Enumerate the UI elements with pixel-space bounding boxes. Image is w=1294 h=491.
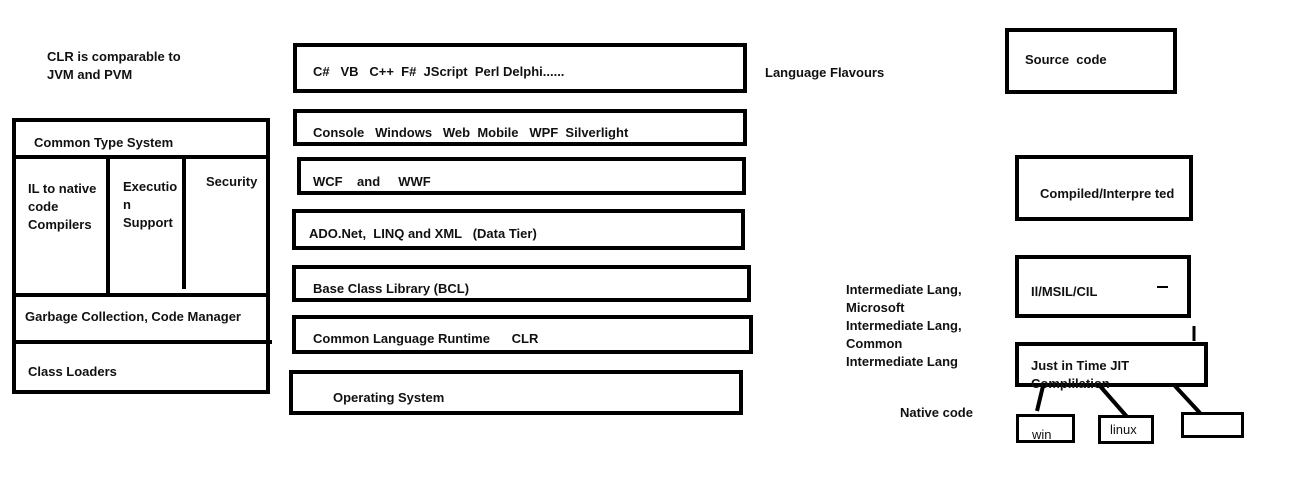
native-code-label: Native code: [900, 405, 973, 420]
layer-os-label: Operating System: [333, 390, 445, 405]
divider-loaders: [12, 340, 272, 344]
divider-cts: [12, 155, 268, 159]
il-label: Il/MSIL/CIL: [1031, 284, 1098, 299]
layer-languages-label: C# VB C++ F# JScript Perl Delphi......: [313, 64, 565, 79]
layer-app-types-label: Console Windows Web Mobile WPF Silverlig…: [313, 125, 629, 140]
layer-data-tier-label: ADO.Net, LINQ and XML (Data Tier): [309, 226, 537, 241]
layer-clr-label: Common Language Runtime CLR: [313, 331, 539, 346]
connector-win: [1035, 385, 1045, 412]
class-loaders-label: Class Loaders: [28, 364, 117, 379]
il-compilers-label: IL to native code Compilers: [28, 181, 97, 232]
layer-bcl-label: Base Class Library (BCL): [313, 281, 470, 296]
jit-label: Just in Time JIT Complilation: [1031, 358, 1130, 391]
execution-support-label: Executio n Support: [123, 179, 178, 230]
layer-app-types: Console Windows Web Mobile WPF Silverlig…: [293, 109, 747, 146]
connector-linux: [1098, 384, 1130, 420]
jit-box: Just in Time JIT Complilation: [1015, 342, 1208, 391]
native-win-label: win: [1032, 427, 1052, 442]
clr-comparison-note: CLR is comparable to JVM and PVM: [47, 49, 181, 82]
divider-il-exec: [106, 157, 110, 296]
layer-clr: Common Language Runtime CLR: [292, 315, 753, 354]
security-label: Security: [206, 174, 258, 189]
language-flavours-label: Language Flavours: [765, 65, 885, 80]
clr-components-frame: [12, 118, 270, 394]
native-linux-box: linux: [1098, 415, 1154, 444]
common-type-system-label: Common Type System: [34, 135, 174, 150]
native-linux-label: linux: [1110, 422, 1137, 437]
layer-languages: C# VB C++ F# JScript Perl Delphi......: [293, 43, 747, 93]
native-other-box: [1181, 412, 1244, 438]
connector-other: [1173, 384, 1202, 415]
divider-exec-security: [182, 157, 186, 289]
source-code-label: Source code: [1025, 52, 1107, 67]
compiled-box: Compiled/Interpre ted: [1015, 155, 1193, 221]
compiled-label: Compiled/Interpre ted: [1040, 186, 1175, 201]
divider-gc: [12, 293, 268, 297]
source-code-box: Source code: [1005, 28, 1177, 94]
native-win-box: win: [1016, 414, 1075, 443]
layer-wcf-wwf-label: WCF and WWF: [313, 174, 431, 189]
layer-os: Operating System: [289, 370, 743, 415]
layer-bcl: Base Class Library (BCL): [292, 265, 751, 302]
layer-wcf-wwf: WCF and WWF: [297, 157, 746, 195]
il-description: Intermediate Lang, Microsoft Intermediat…: [846, 282, 962, 369]
layer-data-tier: ADO.Net, LINQ and XML (Data Tier): [292, 209, 745, 250]
garbage-collection-label: Garbage Collection, Code Manager: [25, 309, 241, 324]
